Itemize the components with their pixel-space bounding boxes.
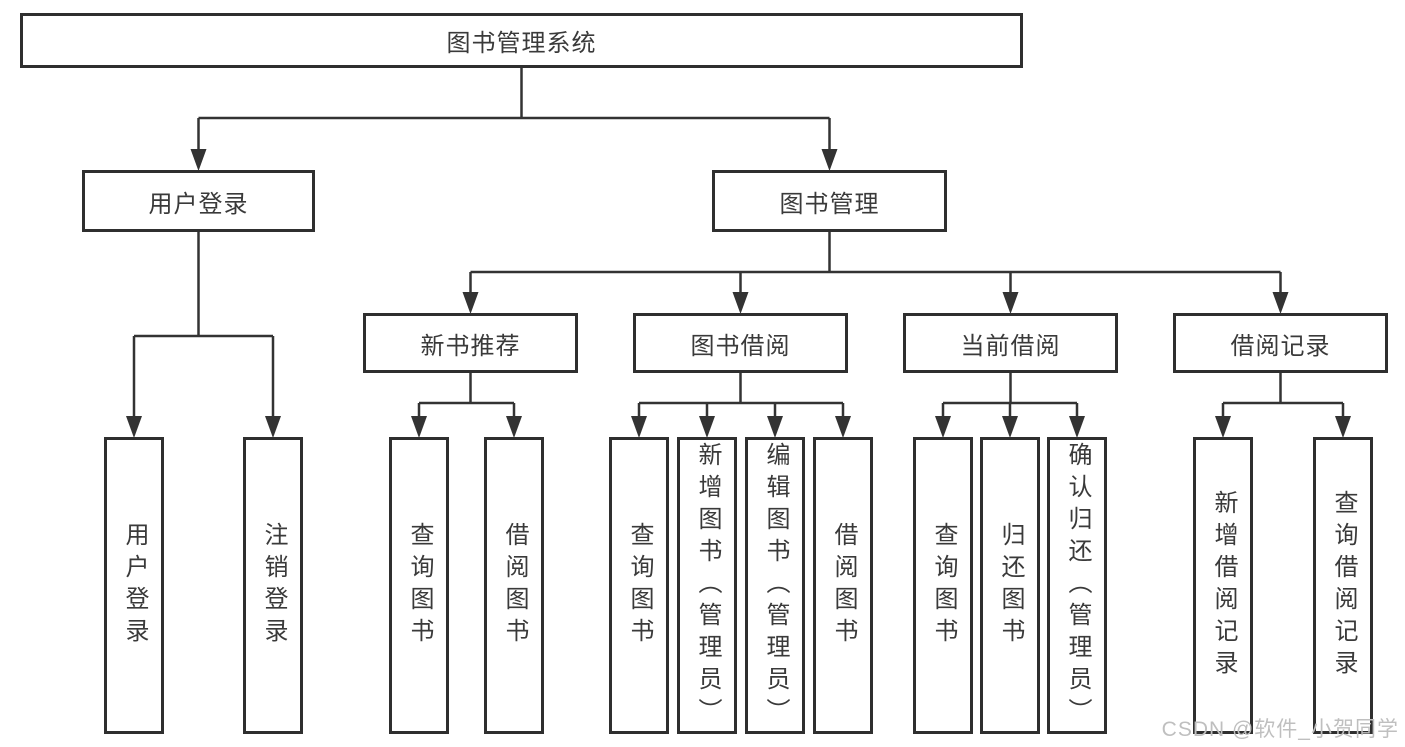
node-current: 当前借阅 (903, 313, 1118, 373)
node-leaf-bor-edit: 编辑图书（管理员） (745, 437, 805, 734)
arrowhead-icon (411, 416, 427, 438)
node-leaf-user-login: 用户登录 (104, 437, 164, 734)
arrowhead-icon (126, 416, 142, 438)
node-leaf-cur-confirm: 确认归还（管理员） (1047, 437, 1107, 734)
arrowhead-icon (935, 416, 951, 438)
node-leaf-log-add: 新增借阅记录 (1193, 437, 1253, 734)
node-leaf-log-query: 查询借阅记录 (1313, 437, 1373, 734)
arrowhead-icon (1002, 292, 1019, 314)
node-login: 用户登录 (82, 170, 315, 232)
arrowhead-icon (506, 416, 522, 438)
node-leaf-rec-borrow: 借阅图书 (484, 437, 544, 734)
arrowhead-icon (699, 416, 715, 438)
arrowhead-icon (1335, 416, 1351, 438)
arrowhead-icon (821, 149, 838, 171)
arrowhead-icon (732, 292, 749, 314)
arrowhead-icon (462, 292, 479, 314)
arrowhead-icon (1069, 416, 1085, 438)
arrowhead-icon (1215, 416, 1231, 438)
node-leaf-cur-query: 查询图书 (913, 437, 973, 734)
arrowhead-icon (767, 416, 783, 438)
arrowhead-icon (1272, 292, 1289, 314)
node-leaf-bor-borrow: 借阅图书 (813, 437, 873, 734)
arrowhead-icon (631, 416, 647, 438)
watermark: CSDN @软件_小贺同学 (1161, 718, 1399, 741)
node-records: 借阅记录 (1173, 313, 1388, 373)
arrowhead-icon (835, 416, 851, 438)
node-leaf-rec-query: 查询图书 (389, 437, 449, 734)
arrowhead-icon (1002, 416, 1018, 438)
node-borrow: 图书借阅 (633, 313, 848, 373)
node-leaf-logout: 注销登录 (243, 437, 303, 734)
node-leaf-cur-return: 归还图书 (980, 437, 1040, 734)
arrowhead-icon (265, 416, 281, 438)
node-leaf-bor-query: 查询图书 (609, 437, 669, 734)
node-root: 图书管理系统 (20, 13, 1023, 68)
node-recommend: 新书推荐 (363, 313, 578, 373)
node-mgmt: 图书管理 (712, 170, 947, 232)
arrowhead-icon (190, 149, 207, 171)
node-leaf-bor-add: 新增图书（管理员） (677, 437, 737, 734)
